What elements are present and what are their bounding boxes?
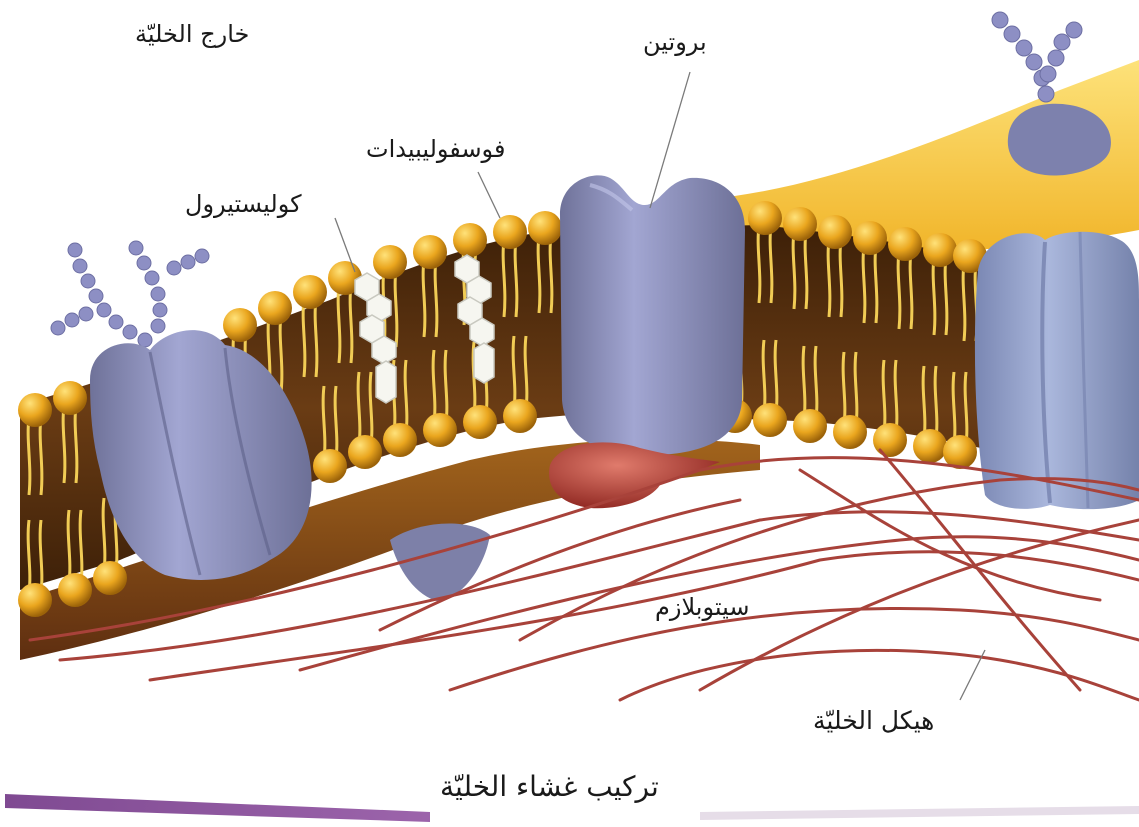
fatty-acid-tail: [805, 232, 807, 309]
fatty-acid-tail: [40, 520, 42, 592]
fatty-acid-tail: [945, 258, 947, 335]
phospholipid-head: [748, 201, 782, 235]
fatty-acid-tail: [350, 286, 352, 363]
fatty-acid-tail: [965, 372, 967, 444]
fatty-acid-tail: [828, 240, 830, 317]
phospholipid-head: [413, 235, 447, 269]
fatty-acid-tail: [963, 264, 965, 341]
fatty-acid-tail: [515, 240, 517, 317]
phospholipid-head: [423, 413, 457, 447]
fatty-acid-tail: [815, 346, 817, 418]
fatty-acid-tail: [525, 336, 527, 408]
label-cytoplasm: سيتوبلازم: [655, 595, 749, 619]
fatty-acid-tail: [433, 350, 435, 422]
phospholipid-head: [18, 393, 52, 427]
label-protein: بروتين: [643, 30, 707, 54]
phospholipid-head: [58, 573, 92, 607]
phospholipid-head: [503, 399, 537, 433]
phospholipid-head: [463, 405, 497, 439]
fatty-acid-tail: [895, 360, 897, 432]
phospholipid-head: [258, 291, 292, 325]
caption-bar-right: [700, 806, 1139, 820]
fatty-acid-tail: [75, 406, 77, 483]
fatty-acid-tail: [435, 260, 437, 337]
fatty-acid-tail: [68, 510, 70, 582]
label-cholesterol: كوليستيرول: [185, 192, 302, 216]
fatty-acid-tail: [538, 236, 540, 313]
fatty-acid-tail: [323, 386, 325, 458]
fatty-acid-tail: [28, 418, 30, 495]
fatty-acid-tail: [875, 246, 877, 323]
phospholipid-head: [18, 583, 52, 617]
diagram-caption: تركيب غشاء الخليّة: [440, 773, 659, 801]
phospholipid-head: [833, 415, 867, 449]
label-phospholipids: فوسفوليبيدات: [366, 137, 505, 161]
fatty-acid-tail: [395, 270, 397, 347]
fatty-acid-tail: [793, 232, 795, 309]
phospholipid-head: [223, 308, 257, 342]
fatty-acid-tail: [103, 498, 105, 570]
phospholipid-head: [348, 435, 382, 469]
fatty-acid-tail: [370, 372, 372, 444]
phospholipid-head: [453, 223, 487, 257]
fatty-acid-tail: [80, 510, 82, 582]
phospholipid-head: [383, 423, 417, 457]
fatty-acid-tail: [315, 300, 317, 377]
phospholipid-head: [873, 423, 907, 457]
label-cytoskeleton: هيكل الخليّة: [813, 708, 934, 733]
caption-bar: [5, 794, 430, 822]
fatty-acid-tail: [803, 346, 805, 418]
phospholipid-head: [293, 275, 327, 309]
fatty-acid-tail: [423, 260, 425, 337]
fatty-acid-tail: [445, 350, 447, 422]
fatty-acid-tail: [935, 366, 937, 438]
fatty-acid-tail: [335, 386, 337, 458]
cytoskeleton-fiber: [620, 650, 1139, 700]
transmembrane-protein-right: [975, 232, 1139, 509]
fatty-acid-tail: [758, 226, 760, 303]
phospholipid-head: [783, 207, 817, 241]
fatty-acid-tail: [550, 236, 552, 313]
phospholipid-head: [853, 221, 887, 255]
fatty-acid-tail: [953, 372, 955, 444]
phospholipid-head: [93, 561, 127, 595]
phospholipid-head: [528, 211, 562, 245]
fatty-acid-tail: [898, 252, 900, 329]
fatty-acid-tail: [770, 226, 772, 303]
label-outside-cell: خارج الخليّة: [135, 22, 249, 46]
fatty-acid-tail: [923, 366, 925, 438]
fatty-acid-tail: [933, 258, 935, 335]
phospholipid-head: [913, 429, 947, 463]
fatty-acid-tail: [503, 240, 505, 317]
fatty-acid-tail: [763, 340, 765, 412]
fatty-acid-tail: [28, 520, 30, 592]
fatty-acid-tail: [855, 352, 857, 424]
phospholipid-head: [493, 215, 527, 249]
fatty-acid-tail: [280, 316, 282, 393]
phospholipid-head: [818, 215, 852, 249]
fatty-acid-tail: [843, 352, 845, 424]
fatty-acid-tail: [338, 286, 340, 363]
phospholipid-head: [373, 245, 407, 279]
fatty-acid-tail: [840, 240, 842, 317]
fatty-acid-tail: [513, 336, 515, 408]
phospholipid-head: [313, 449, 347, 483]
fatty-acid-tail: [775, 340, 777, 412]
fatty-acid-tail: [358, 372, 360, 444]
fatty-acid-tail: [405, 360, 407, 432]
fatty-acid-tail: [910, 252, 912, 329]
phospholipid-head: [793, 409, 827, 443]
fatty-acid-tail: [303, 300, 305, 377]
phospholipid-head: [923, 233, 957, 267]
fatty-acid-tail: [40, 418, 42, 495]
transmembrane-protein-center: [560, 175, 745, 455]
phospholipid-head: [753, 403, 787, 437]
phospholipid-head: [888, 227, 922, 261]
phospholipid-head: [53, 381, 87, 415]
fatty-acid-tail: [63, 406, 65, 483]
fatty-acid-tail: [863, 246, 865, 323]
fatty-acid-tail: [883, 360, 885, 432]
